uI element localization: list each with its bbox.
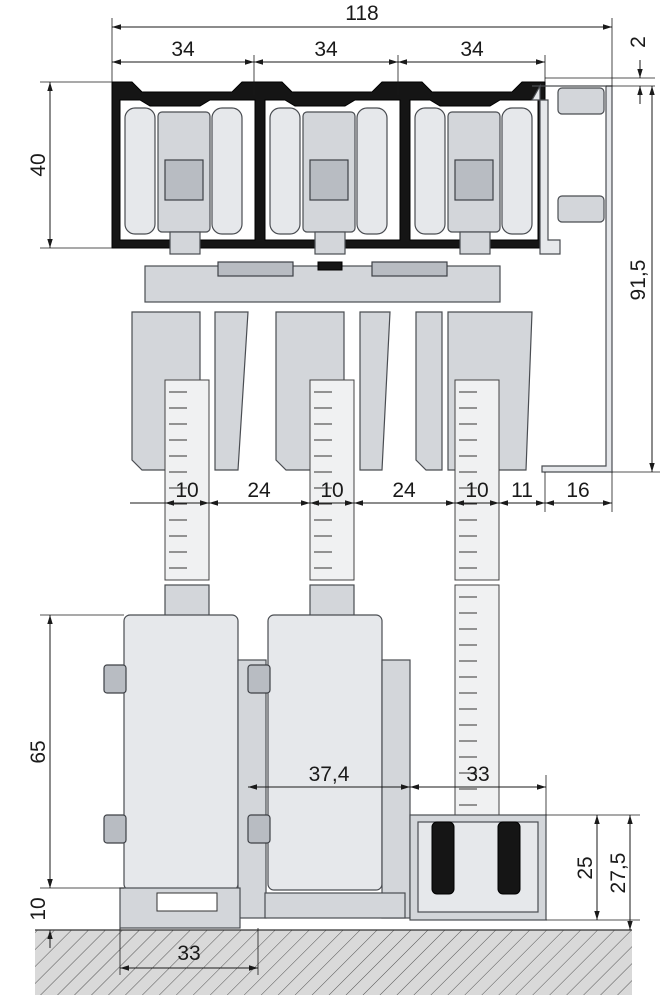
dimension-labels: 118 34 34 34 2 40 91,5 10 24 10 24 10 11… <box>27 2 650 965</box>
dim-floor-gap: 10 <box>27 897 50 920</box>
carriage-3 <box>414 107 533 255</box>
dim-track-pitch-1: 34 <box>171 38 195 61</box>
dim-total-height: 91,5 <box>627 260 650 301</box>
dim-strap-width-2: 10 <box>320 479 343 502</box>
triple-track-profile <box>111 81 613 473</box>
dim-spacing-1: 24 <box>247 479 271 502</box>
floor <box>35 929 632 995</box>
dim-clamp-height: 65 <box>27 740 50 763</box>
dim-spacing-3: 11 <box>511 479 533 502</box>
dim-spacing-2: 24 <box>392 479 416 502</box>
dim-total-width: 118 <box>345 2 378 25</box>
dim-strap-width-3: 10 <box>465 479 488 502</box>
dimension-lines <box>40 18 660 975</box>
dim-base-width: 33 <box>177 942 200 965</box>
bottom-guide-3 <box>409 814 547 921</box>
dim-top-gap: 2 <box>627 36 650 48</box>
dim-low-clamp-depth: 33 <box>466 763 489 786</box>
dim-side-offset: 16 <box>566 479 589 502</box>
dim-low-clamp-height: 25 <box>574 856 597 879</box>
bottom-guide-1 <box>103 614 267 929</box>
dim-low-clamp-total: 27,5 <box>607 853 630 894</box>
carriage-2 <box>269 107 388 255</box>
carriage-1 <box>124 107 243 255</box>
dim-track-pitch-2: 34 <box>314 38 338 61</box>
dim-track-height: 40 <box>27 153 50 176</box>
dim-strap-width-1: 10 <box>175 479 198 502</box>
dim-clamp-depth: 37,4 <box>309 763 350 786</box>
dim-track-pitch-3: 34 <box>460 38 484 61</box>
